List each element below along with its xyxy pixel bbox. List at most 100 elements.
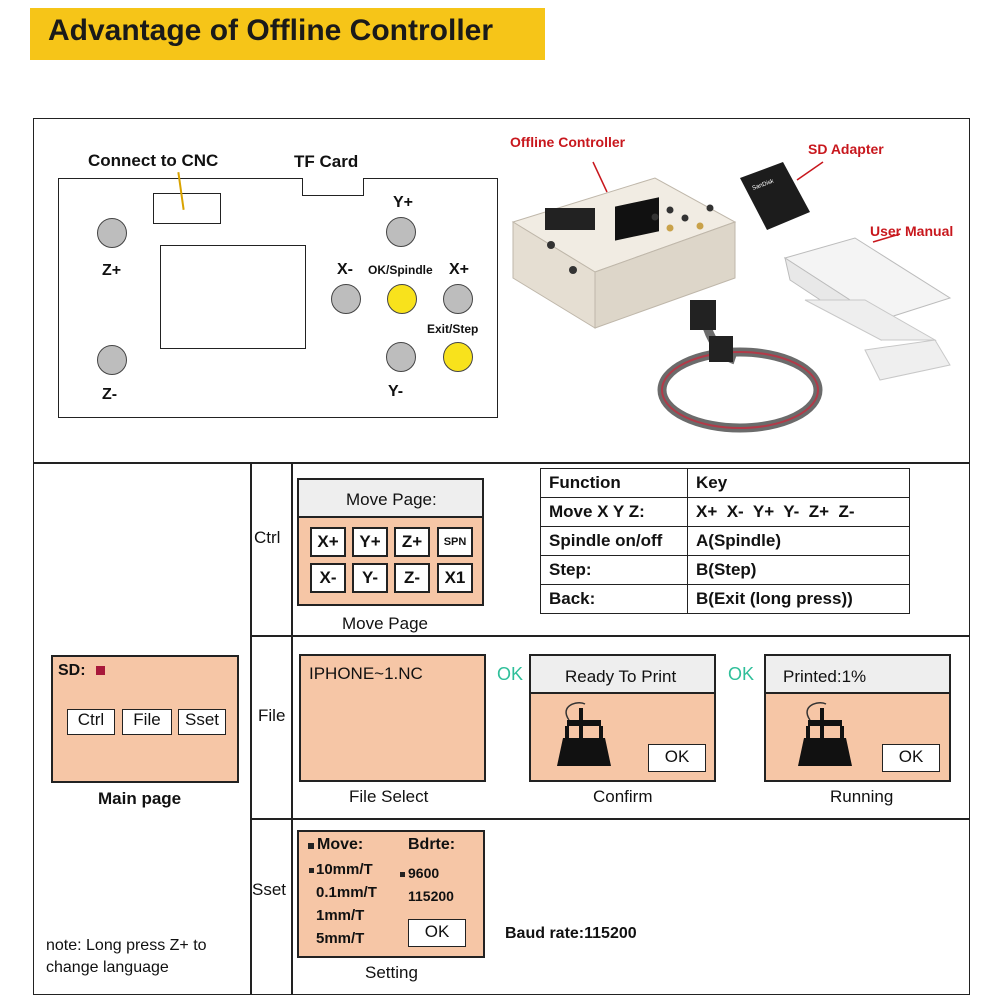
sd-status-indicator: [96, 666, 105, 675]
step-option: 10mm/T: [316, 861, 373, 878]
file-select-screen: [299, 654, 486, 782]
move-page-caption: Move Page: [342, 614, 428, 633]
baud-option: 9600: [408, 865, 440, 881]
main-file-button: File: [122, 709, 172, 735]
controller-device-graphic: [511, 177, 737, 329]
setting-caption: Setting: [365, 963, 418, 982]
running-progress-text: Printed:1%: [783, 667, 867, 686]
y-minus-button: [386, 342, 416, 372]
exit-step-label: Exit/Step: [427, 322, 479, 336]
machine-icon: [798, 702, 852, 766]
divider-row2: [250, 818, 970, 820]
bottom-section-frame: [33, 463, 970, 995]
confirm-ok-button: OK: [648, 744, 706, 772]
page-title: Advantage of Offline Controller: [48, 14, 494, 47]
key-y-minus: Y-: [352, 563, 388, 593]
table-row: Back: B(Exit (long press)): [540, 584, 910, 614]
table-row: Move X Y Z: X+ X- Y+ Y- Z+ Z-: [540, 497, 910, 527]
tf-card-slot: [302, 178, 364, 196]
setting-ok-button: OK: [408, 919, 466, 947]
y-minus-label: Y-: [388, 383, 404, 400]
title-banner: [30, 8, 545, 60]
table-cell-key: A(Spindle): [687, 526, 910, 556]
sd-adapter-graphic: SanDisk: [740, 162, 810, 230]
table-cell-key: B(Step): [687, 555, 910, 585]
x-plus-button: [443, 284, 473, 314]
sset-row-label: Sset: [252, 880, 287, 899]
table-header-function: Function: [540, 468, 688, 498]
key-z-plus: Z+: [394, 527, 430, 557]
ok-spindle-button: [387, 284, 417, 314]
baud-selected-marker: [400, 872, 405, 877]
y-plus-label: Y+: [393, 194, 414, 211]
running-header-bar: [766, 656, 949, 694]
table-row: Step: B(Step): [540, 555, 910, 585]
x-minus-label: X-: [337, 261, 353, 278]
ok-arrow-to-running: OK: [728, 664, 755, 684]
table-cell-key: B(Exit (long press)): [687, 584, 910, 614]
table-header-row: Function Key: [540, 468, 910, 498]
step-option: 5mm/T: [316, 930, 365, 947]
controller-board-outline: [58, 178, 498, 418]
divider-row1: [250, 635, 970, 637]
key-x-plus: X+: [310, 527, 346, 557]
move-page-header: Move Page:: [346, 490, 437, 509]
ok-arrow-to-confirm: OK: [497, 664, 524, 684]
table-cell-function: Step:: [540, 555, 688, 585]
table-cell-function: Spindle on/off: [540, 526, 688, 556]
key-function-table: Function Key Move X Y Z: X+ X- Y+ Y- Z+ …: [540, 468, 910, 614]
step-option: 1mm/T: [316, 907, 365, 924]
exit-step-button: [443, 342, 473, 372]
table-cell-function: Move X Y Z:: [540, 497, 688, 527]
key-x-minus: X-: [310, 563, 346, 593]
x-plus-label: X+: [449, 261, 470, 278]
table-cell-function: Back:: [540, 584, 688, 614]
tf-card-label: TF Card: [294, 152, 359, 171]
main-sd-label: SD:: [58, 662, 86, 679]
z-minus-button: [97, 345, 127, 375]
key-z-minus: Z-: [394, 563, 430, 593]
ok-spindle-label: OK/Spindle: [368, 263, 433, 277]
table-row: Spindle on/off A(Spindle): [540, 526, 910, 556]
file-name: IPHONE~1.NC: [309, 664, 423, 683]
file-row-label: File: [258, 706, 286, 725]
running-ok-button: OK: [882, 744, 940, 772]
main-ctrl-button: Ctrl: [67, 709, 115, 735]
cnc-connector: [153, 193, 221, 224]
user-manual-label: User Manual: [870, 223, 954, 239]
machine-icon: [557, 702, 611, 766]
confirm-header-bar: [531, 656, 714, 694]
confirm-caption: Confirm: [593, 787, 653, 806]
z-plus-button: [97, 218, 127, 248]
manual-pointer-line: [872, 233, 901, 243]
move-page-header-bar: [299, 480, 482, 518]
sd-pointer-line: [796, 161, 824, 181]
product-photo-illustration: SanDisk: [511, 161, 952, 433]
baud-header: Bdrte:: [408, 836, 456, 853]
z-plus-label: Z+: [102, 262, 122, 279]
table-cell-key: X+ X- Y+ Y- Z+ Z-: [687, 497, 910, 527]
confirm-header: Ready To Print: [565, 667, 677, 686]
user-manual-graphic: [783, 237, 952, 381]
step-option: 0.1mm/T: [316, 884, 377, 901]
divider-left: [250, 463, 252, 995]
file-select-caption: File Select: [349, 787, 429, 806]
baud-option: 115200: [408, 888, 454, 904]
sd-adapter-label: SD Adapter: [808, 141, 884, 157]
x-minus-button: [331, 284, 361, 314]
language-note: note: Long press Z+ to change language: [46, 937, 207, 976]
lcd-screen: [160, 245, 306, 349]
step-selected-marker: [309, 868, 314, 873]
key-spindle: SPN: [437, 527, 473, 557]
z-minus-label: Z-: [102, 386, 118, 403]
table-header-key: Key: [687, 468, 910, 498]
divider-label-col: [291, 463, 293, 995]
controller-pointer-line: [592, 161, 608, 193]
offline-controller-label: Offline Controller: [510, 134, 626, 150]
ctrl-row-label: Ctrl: [254, 528, 281, 547]
running-caption: Running: [830, 787, 894, 806]
ribbon-cable-graphic: [657, 300, 823, 433]
y-plus-button: [386, 217, 416, 247]
top-section-frame: [33, 118, 970, 463]
move-selected-marker: [308, 843, 314, 849]
